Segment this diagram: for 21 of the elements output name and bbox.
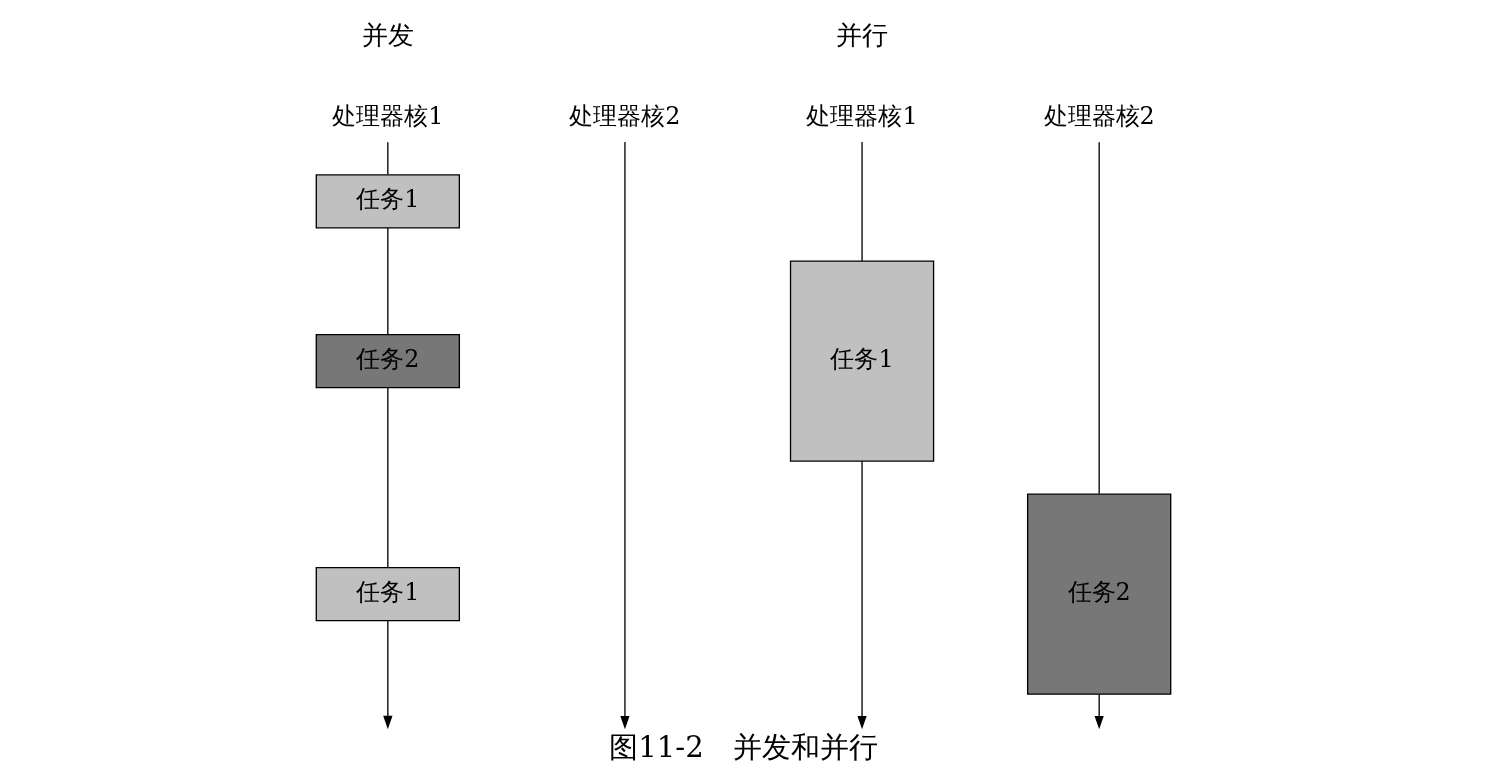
node-text: 处理器核1 [805,101,918,130]
arrow [856,460,867,730]
node-text: 处理器核2 [1043,101,1155,130]
connector [386,227,388,335]
arrow [619,141,630,730]
caption: 图11-2 并发和并行 [608,729,878,764]
connector [386,387,388,569]
label: 并发 [361,18,414,50]
label: 并行 [835,18,888,50]
node-box: 任务2 [315,333,460,389]
node-box: 任务2 [1026,493,1171,695]
arrow [1094,693,1104,730]
node-box: 任务1 [315,174,460,229]
connector [860,141,863,262]
node-box: 任务1 [315,567,460,622]
connector [386,141,388,176]
arrow [382,620,392,730]
node-text: 处理器核1 [331,101,443,130]
node-box: 任务1 [789,260,934,462]
connector [1098,141,1100,495]
node-text: 处理器核2 [568,101,681,130]
